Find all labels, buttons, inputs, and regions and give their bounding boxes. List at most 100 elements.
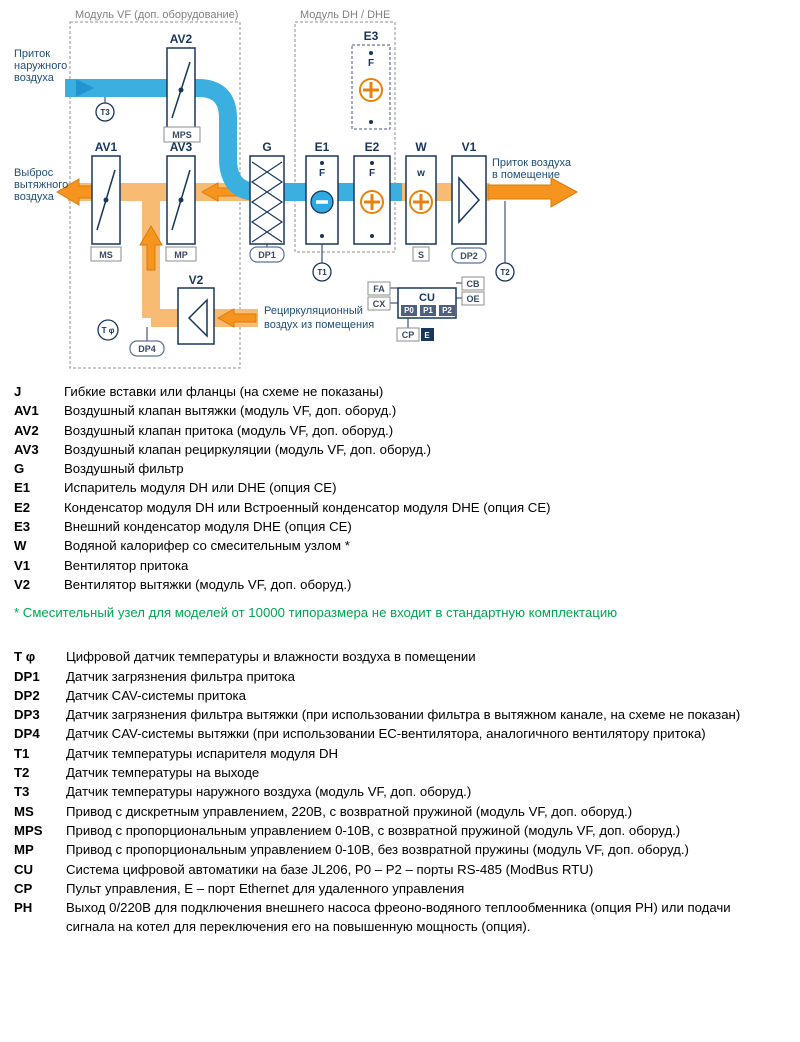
legend-code: DP3	[14, 707, 40, 723]
legend-row-dp2: DP2 Датчик CAV-системы притока	[14, 686, 780, 705]
evaporator-e1: F E1	[305, 140, 339, 245]
legend-code: T3	[14, 784, 30, 800]
damper-av2: AV2	[166, 32, 196, 134]
legend-desc: Водяной калорифер со смесительным узлом …	[64, 538, 350, 554]
svg-text:в помещение: в помещение	[492, 169, 560, 181]
svg-text:OE: OE	[466, 294, 479, 304]
condenser-e3: E3 F	[351, 29, 391, 130]
controller-cu: CU P0 P1 P2 FA CX CB OE CP E	[367, 276, 485, 342]
module-vf-title: Модуль VF (доп. оборудование)	[75, 9, 238, 21]
legend-desc: Система цифровой автоматики на базе JL20…	[66, 861, 594, 877]
valve-s: S	[412, 246, 430, 262]
legend-desc: Цифровой датчик температуры и влажности …	[66, 649, 476, 665]
svg-text:MP: MP	[174, 250, 188, 260]
svg-text:P0: P0	[404, 306, 414, 315]
fan-icon	[187, 298, 208, 338]
legend-row-cp: CP Пульт управления, E – порт Ethernet д…	[14, 879, 780, 898]
legend-row-mps: MPS Привод с пропорциональным управление…	[14, 821, 780, 840]
legend-code: E2	[14, 499, 31, 515]
recirc-label: Рециркуляционный	[264, 305, 363, 317]
port-e	[421, 328, 434, 341]
label-av3: AV3	[170, 140, 193, 154]
label-v1: V1	[462, 140, 477, 154]
legend-row-g: G Воздушный фильтр	[14, 459, 780, 478]
damper-av3: AV3	[166, 140, 196, 245]
svg-text:CP: CP	[402, 330, 415, 340]
legend-row-j: J Гибкие вставки или фланцы (на схеме не…	[14, 382, 780, 401]
legend-code: G	[14, 461, 25, 477]
legend-row-e3: E3 Внешний конденсатор модуля DHE (опция…	[14, 517, 780, 536]
legend-row-e1: E1 Испаритель модуля DH или DHE (опция C…	[14, 478, 780, 497]
legend-code: AV2	[14, 422, 39, 438]
flow-arrows	[56, 177, 579, 328]
svg-text:DP4: DP4	[138, 344, 156, 354]
legend-desc: Воздушный клапан притока (модуль VF, доп…	[64, 422, 394, 438]
legend-desc: Датчик температуры наружного воздуха (мо…	[66, 784, 472, 800]
legend-desc: Гибкие вставки или фланцы (на схеме не п…	[64, 384, 384, 399]
legend-desc: Воздушный фильтр	[64, 461, 184, 477]
legend-code: PH	[14, 900, 33, 916]
legend-desc: Датчик температуры испарителя модуля DH	[66, 745, 339, 761]
legend-desc: Датчик температуры на выходе	[66, 765, 260, 781]
legend-desc: Воздушный клапан рециркуляции (модуль VF…	[64, 441, 431, 457]
port-cx	[367, 296, 391, 311]
fresh-air-duct	[65, 79, 402, 201]
supply-label: Приток воздуха	[492, 157, 572, 169]
legend-code: T2	[14, 765, 30, 781]
legend-row-w: W Водяной калорифер со смесительным узло…	[14, 536, 780, 555]
svg-text:FA: FA	[373, 284, 385, 294]
footnote: * Смесительный узел для моделей от 10000…	[14, 605, 618, 621]
legend-desc: Датчик загрязнения фильтра вытяжки (при …	[66, 707, 741, 723]
legend-desc: Привод с пропорциональным управлением 0-…	[66, 842, 689, 858]
legend-code: T1	[14, 745, 30, 761]
svg-text:P1: P1	[423, 306, 433, 315]
water-heater-w: w W	[405, 140, 437, 245]
module-dh-title: Модуль DH / DHE	[300, 9, 390, 21]
port-fa	[367, 281, 391, 296]
legend-desc: Внешний конденсатор модуля DHE (опция CE…	[64, 519, 352, 535]
module-boxes: Модуль VF (доп. оборудование) Модуль DH …	[69, 9, 396, 369]
flow-labels: Приток наружного воздуха Выброс вытяжног…	[14, 48, 572, 331]
label-e1-f: F	[319, 168, 325, 179]
legend-sensors: T φ Цифровой датчик температуры и влажно…	[14, 647, 780, 936]
intake-arrow	[76, 79, 94, 97]
sensor-dp4: DP4	[129, 340, 165, 357]
legend-desc: Воздушный клапан вытяжки (модуль VF, доп…	[64, 403, 397, 419]
svg-text:воздуха: воздуха	[14, 72, 55, 84]
svg-text:S: S	[418, 250, 424, 260]
svg-text:воздух из помещения: воздух из помещения	[264, 319, 374, 331]
legend-desc: Выход 0/220В для подключения внешнего на…	[66, 900, 731, 935]
svg-text:MPS: MPS	[172, 130, 192, 140]
actuator-mp: MP	[165, 246, 197, 262]
label-v2: V2	[189, 273, 204, 287]
legend-desc: Испаритель модуля DH или DHE (опция CE)	[64, 480, 337, 496]
port-p1	[420, 305, 436, 316]
sensor-dp2: DP2	[451, 247, 487, 264]
svg-text:T2: T2	[500, 268, 510, 277]
legend-row-ms: MS Привод с дискретным управлением, 220В…	[14, 802, 780, 821]
svg-text:CB: CB	[467, 279, 480, 289]
label-w: W	[415, 140, 427, 154]
legend-code: E1	[14, 480, 31, 496]
legend-code: MPS	[14, 822, 43, 838]
label-e2: E2	[365, 140, 380, 154]
legend-desc: Датчик CAV-системы притока	[66, 687, 246, 703]
svg-text:P2: P2	[442, 306, 452, 315]
sensor-t1: T1	[312, 262, 332, 282]
damper-av1: AV1	[91, 140, 121, 245]
legend-code: E3	[14, 519, 31, 535]
legend-desc: Конденсатор модуля DH или Встроенный кон…	[64, 499, 551, 515]
label-g: G	[262, 140, 271, 154]
label-cu: CU	[419, 292, 435, 304]
legend-row-dp4: DP4 Датчик CAV-системы вытяжки (при испо…	[14, 724, 780, 743]
exhaust-fan-v2: V2	[177, 273, 215, 345]
actuator-mps: MPS	[163, 126, 201, 143]
fan-icon	[458, 176, 481, 224]
legend-row-t2: T2 Датчик температуры на выходе	[14, 763, 780, 782]
svg-text:DP1: DP1	[258, 250, 276, 260]
riser-up-arrow	[139, 225, 163, 271]
legend-code: CP	[14, 880, 33, 896]
legend-code: DP1	[14, 668, 40, 684]
legend-desc: Вентилятор вытяжки (модуль VF, доп. обор…	[64, 576, 352, 592]
